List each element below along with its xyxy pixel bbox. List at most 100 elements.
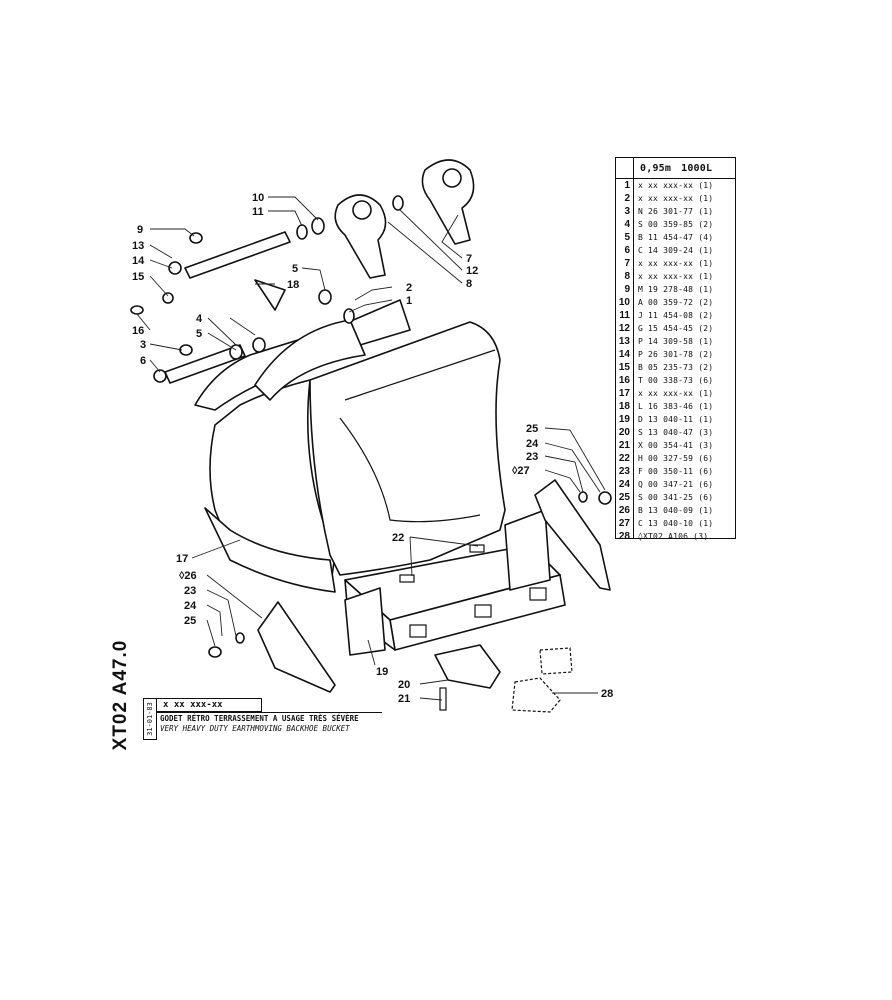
row-part-code: N 26 301-77 (1) [638,207,714,216]
adaptor-bar [344,509,566,656]
row-part-code: F 00 350-11 (6) [638,467,714,476]
callout-9: 9 [137,224,143,236]
callout-13: 13 [132,240,144,252]
table-row: 19 D 13 040-11 (1) [616,413,735,426]
callout-15: 15 [132,271,144,283]
row-part-code: A 00 359-72 (2) [638,298,714,307]
row-number: 7 [624,258,630,269]
row-number: 17 [618,388,630,399]
leader-lines [136,196,606,701]
callout-17: 17 [176,553,188,565]
bucket-body [194,299,506,593]
row-number: 2 [624,193,630,204]
drawing-code-text: XT02 A47.0 [110,639,131,751]
row-part-code: x xx xxx-xx (1) [638,259,714,268]
hardware [130,195,612,658]
side-cutter-right [534,479,611,591]
row-part-code: Q 00 347-21 (6) [638,480,714,489]
callout-3: 3 [140,339,146,351]
row-number: 1 [624,180,630,191]
callout-6: 6 [140,355,146,367]
table-row: 21 X 00 354-41 (3) [616,439,735,452]
row-part-code: T 00 338-73 (6) [638,376,714,385]
title-divider [157,712,382,713]
row-number: 19 [618,414,630,425]
title-ref: x xx xxx-xx [157,698,262,712]
callout-labels: 10 11 9 13 14 15 16 3 6 4 5 18 5 2 1 7 1… [132,192,613,705]
row-part-code: L 16 383-46 (1) [638,402,714,411]
title-block: x xx xxx-xx GODET RÉTRO TERRASSEMENT A U… [157,698,382,740]
row-part-code: M 19 278-48 (1) [638,285,714,294]
row-part-code: B 05 235-73 (2) [638,363,714,372]
callout-22: 22 [392,532,404,544]
row-part-code: S 00 359-85 (2) [638,220,714,229]
parts-table-header: 0,95m 1000L [616,158,735,179]
row-part-code: X 00 354-41 (3) [638,441,714,450]
row-part-code: C 13 040-10 (1) [638,519,714,528]
date-box: 31-01-83 [143,698,157,740]
title-french: GODET RÉTRO TERRASSEMENT A USAGE TRÈS SÉ… [160,714,359,723]
callout-25b: 25 [526,423,538,435]
row-part-code: P 14 309-58 (1) [638,337,714,346]
header-size: 0,95m [640,162,672,174]
row-number: 8 [624,271,630,282]
row-number: 14 [618,349,630,360]
callout-23a: 23 [184,585,196,597]
table-row: 7 x xx xxx-xx (1) [616,257,735,270]
callout-26: ◊26 [179,570,197,582]
row-number: 5 [624,232,630,243]
callout-2: 2 [406,282,412,294]
table-row: 23 F 00 350-11 (6) [616,465,735,478]
row-number: 9 [624,284,630,295]
callout-10: 10 [252,192,264,204]
row-number: 20 [618,427,630,438]
row-part-code: S 00 341-25 (6) [638,493,714,502]
tooth-assembly [434,644,573,713]
callout-5a: 5 [196,328,202,340]
callout-24a: 24 [184,600,197,612]
callout-7: 7 [466,253,472,265]
row-part-code: x xx xxx-xx (1) [638,181,714,190]
row-part-code: G 15 454-45 (2) [638,324,714,333]
row-number: 16 [618,375,630,386]
row-number: 26 [618,505,630,516]
row-part-code: B 11 454-47 (4) [638,233,714,242]
callout-19: 19 [376,666,388,678]
drawing-code: XT02 A47.0 [101,640,141,751]
pins [164,231,291,384]
table-row: 16 T 00 338-73 (6) [616,374,735,387]
callout-14: 14 [132,255,145,267]
row-part-code: D 13 040-11 (1) [638,415,714,424]
row-number: 18 [618,401,630,412]
row-number: 21 [618,440,630,451]
row-number: 28 [618,531,630,542]
callout-25a: 25 [184,615,196,627]
callout-18: 18 [287,279,299,291]
callout-1: 1 [406,295,412,307]
row-number: 23 [618,466,630,477]
callout-8: 8 [466,278,472,290]
row-number: 22 [618,453,630,464]
row-number: 6 [624,245,630,256]
callout-12: 12 [466,265,478,277]
row-part-code: x xx xxx-xx (1) [638,389,714,398]
callout-24b: 24 [526,438,539,450]
callout-5b: 5 [292,263,298,275]
side-cutter-left [257,601,336,693]
callout-4: 4 [196,313,203,325]
